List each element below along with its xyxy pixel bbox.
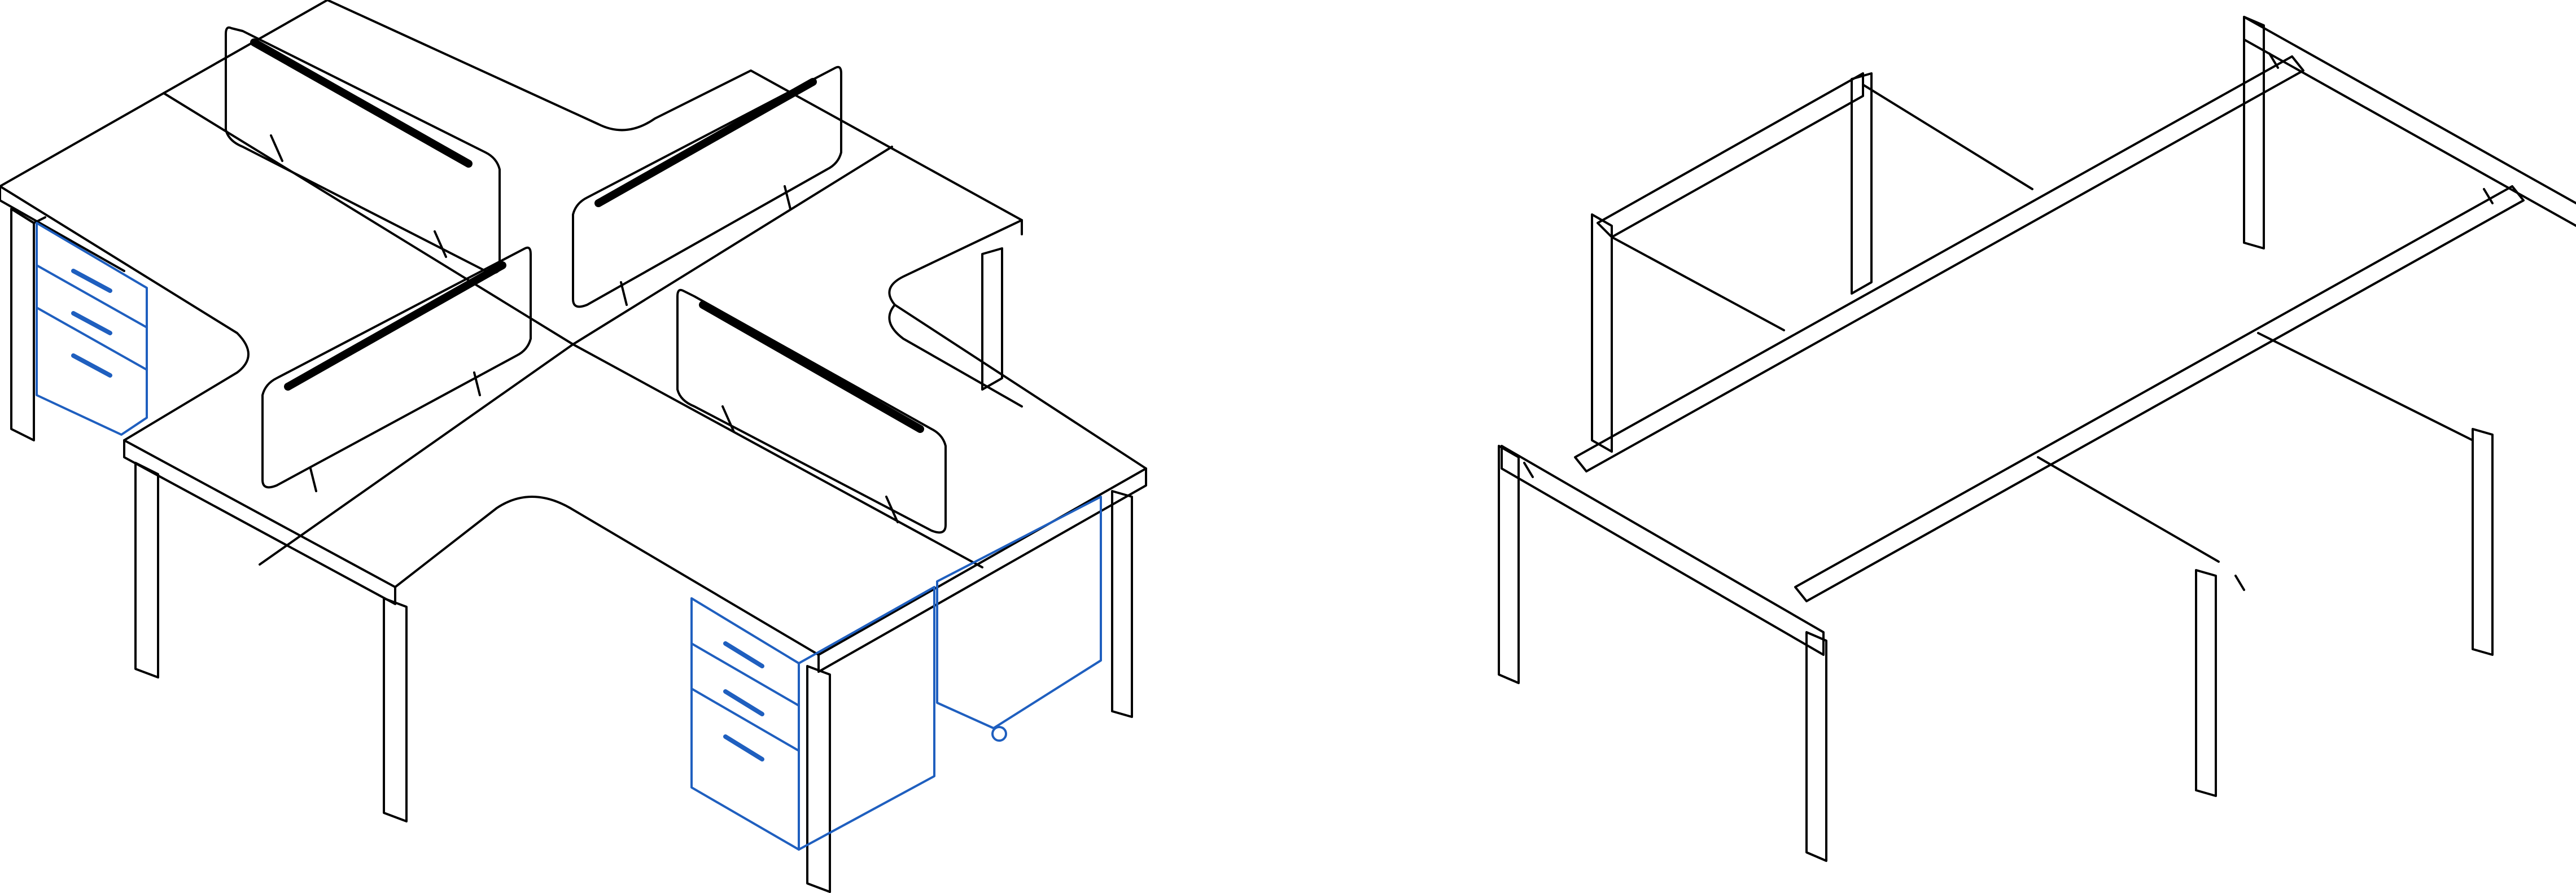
desk-legs bbox=[10, 208, 1133, 893]
pedestal-icon bbox=[690, 586, 935, 851]
desktop-top bbox=[0, 0, 1147, 673]
divider-icon bbox=[676, 288, 947, 534]
pedestal-icon bbox=[36, 222, 148, 436]
pedestal-icon bbox=[936, 496, 1102, 742]
workstation-assembled bbox=[0, 0, 1147, 893]
divider-screens bbox=[225, 26, 947, 534]
divider-icon bbox=[572, 65, 842, 308]
divider-icon bbox=[261, 246, 532, 492]
frame-only bbox=[1498, 16, 2576, 862]
frame-icon bbox=[1498, 16, 2576, 862]
pedestals bbox=[36, 222, 1102, 851]
divider-icon bbox=[225, 26, 501, 274]
